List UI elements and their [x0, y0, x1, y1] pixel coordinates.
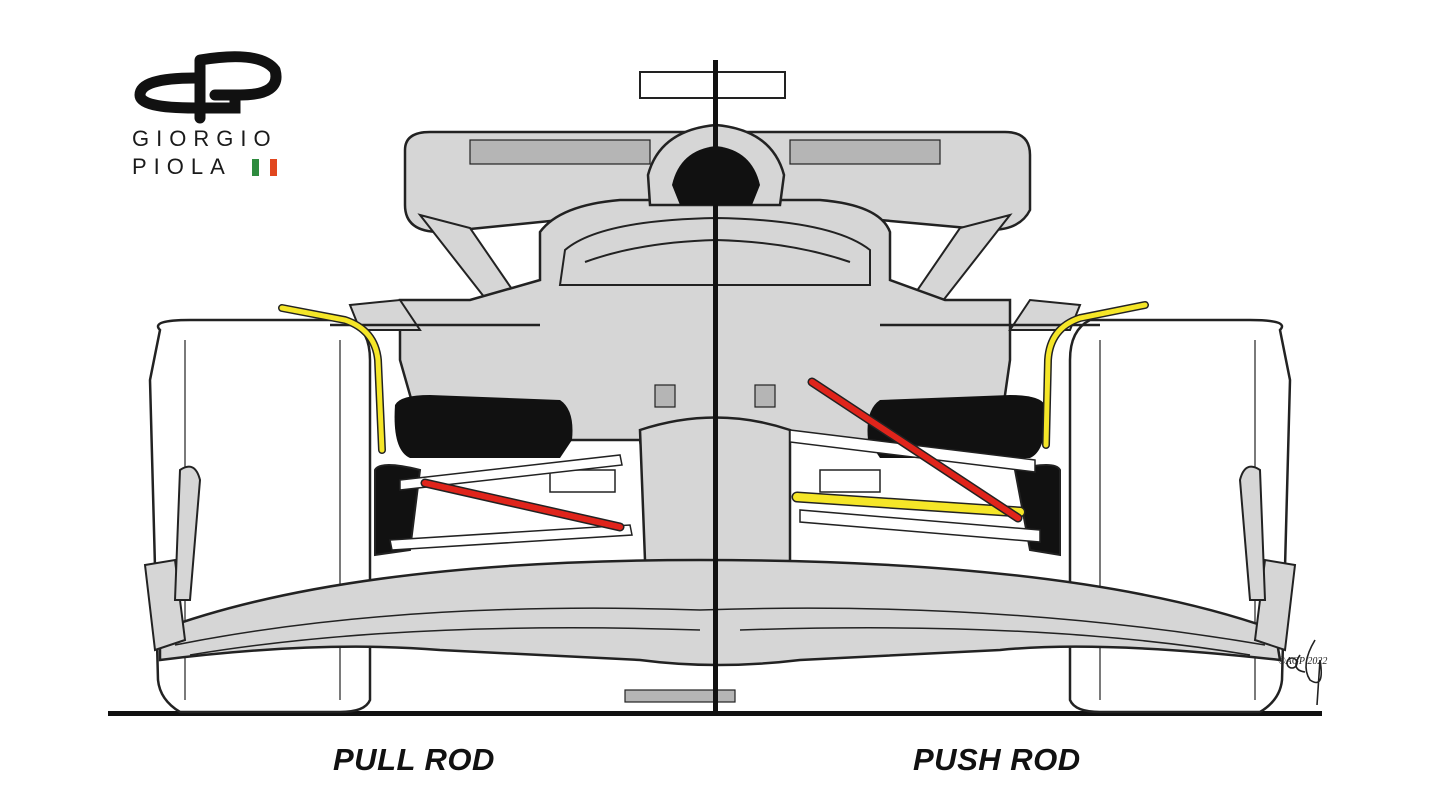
gp-logo-mark [134, 51, 282, 124]
pull-rod-red [420, 478, 625, 532]
front-wing [143, 465, 1297, 703]
push-rod-red [807, 377, 1023, 523]
italian-flag-red [270, 159, 277, 176]
brand-name-line2: PIOLA [132, 154, 232, 179]
highlight-yellow [278, 301, 1149, 518]
italian-flag-green [252, 159, 259, 176]
brand-name-line1: GIORGIO [132, 126, 278, 151]
caption-pull-rod: PULL ROD [333, 742, 495, 777]
signature-text: ©AGP 2022 [1278, 656, 1328, 667]
caption-push-rod: PUSH ROD [913, 742, 1081, 777]
artist-signature [1286, 639, 1323, 706]
center-divider [713, 60, 718, 715]
italian-flag-white [261, 159, 268, 176]
